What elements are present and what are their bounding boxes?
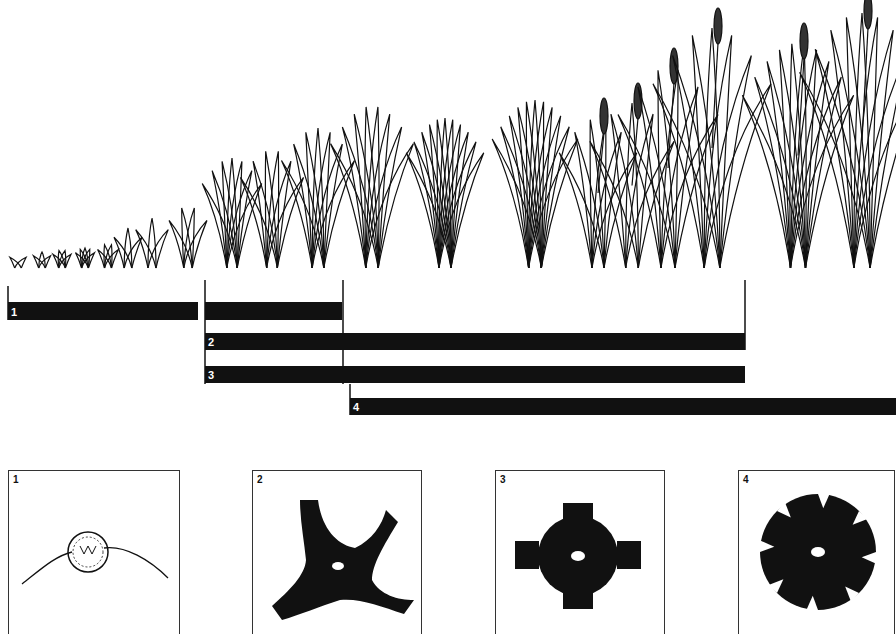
seed-head xyxy=(714,8,722,44)
saw-notch xyxy=(853,511,868,525)
saw-notch xyxy=(777,502,791,517)
grass-leaf xyxy=(59,254,71,268)
grass-leaf xyxy=(529,127,570,268)
seed-head xyxy=(600,98,608,134)
grass-leaf xyxy=(15,257,26,268)
grass-leaf xyxy=(114,237,132,268)
grass-leaf xyxy=(366,114,390,268)
grass-leaf xyxy=(39,256,51,268)
grass-leaf xyxy=(439,153,484,268)
saw-notch xyxy=(818,493,830,508)
grass-leaf xyxy=(854,72,896,268)
grass-leaf xyxy=(815,49,870,268)
grass-leaf xyxy=(312,161,354,268)
callout-number: 1 xyxy=(13,474,19,485)
trimmer-head xyxy=(22,532,168,584)
saw-notch xyxy=(862,552,877,564)
grass-leaf xyxy=(148,218,156,268)
grass-leaf xyxy=(267,177,304,268)
stage-bar: 1 xyxy=(8,302,198,320)
callout-number: 1 xyxy=(11,307,17,318)
saw-notch xyxy=(845,587,859,602)
saw-notch xyxy=(806,596,818,611)
grass-leaf xyxy=(592,153,637,268)
grass-leaf xyxy=(673,56,720,268)
grass-leaf xyxy=(202,184,237,268)
grass-leaf xyxy=(439,142,476,268)
grass-leaf xyxy=(227,171,252,268)
grass-leaf xyxy=(282,161,324,268)
grass-stem xyxy=(798,58,804,156)
tool-box: 2 xyxy=(252,470,422,634)
saw-notch xyxy=(768,579,783,593)
stage-ticks xyxy=(8,280,745,415)
grass-leaf xyxy=(124,237,142,268)
grass-leaf xyxy=(529,139,578,268)
grass-leaf xyxy=(227,184,262,268)
seed-head xyxy=(800,23,808,59)
tool-box: 4 xyxy=(738,470,895,634)
grass-leaf xyxy=(366,127,402,268)
callout-number: 2 xyxy=(208,337,214,348)
grass-stem xyxy=(712,43,718,148)
grass-leaf xyxy=(184,220,207,268)
grass-leaf xyxy=(105,250,119,268)
saw-blade xyxy=(759,493,877,611)
callout-number: 4 xyxy=(743,474,749,485)
bar-segment xyxy=(205,302,342,320)
callout-number: 3 xyxy=(500,474,506,485)
stage-bar: 4 xyxy=(350,398,896,415)
grass-stem xyxy=(862,28,868,141)
grass-leaf xyxy=(575,132,604,268)
grass-leaf xyxy=(82,253,95,268)
tool-box: 1 xyxy=(8,470,180,634)
grass-leaf xyxy=(148,230,168,268)
grass-leaf xyxy=(366,144,414,268)
seed-head xyxy=(864,0,872,29)
grass-plants xyxy=(10,0,896,268)
grass-stem xyxy=(668,83,674,168)
four-tooth-blade xyxy=(515,503,641,609)
grass-leaf xyxy=(854,17,878,268)
three-blade xyxy=(272,500,414,620)
saw-notch xyxy=(759,540,774,552)
callout-number: 3 xyxy=(208,370,214,381)
callout-number: 2 xyxy=(257,474,263,485)
tool-box: 3 xyxy=(495,470,665,634)
grass-leaf xyxy=(136,230,156,268)
stage-bar: 2 xyxy=(205,333,745,350)
stage-bar: 3 xyxy=(205,366,745,383)
callout-number: 4 xyxy=(353,402,359,413)
